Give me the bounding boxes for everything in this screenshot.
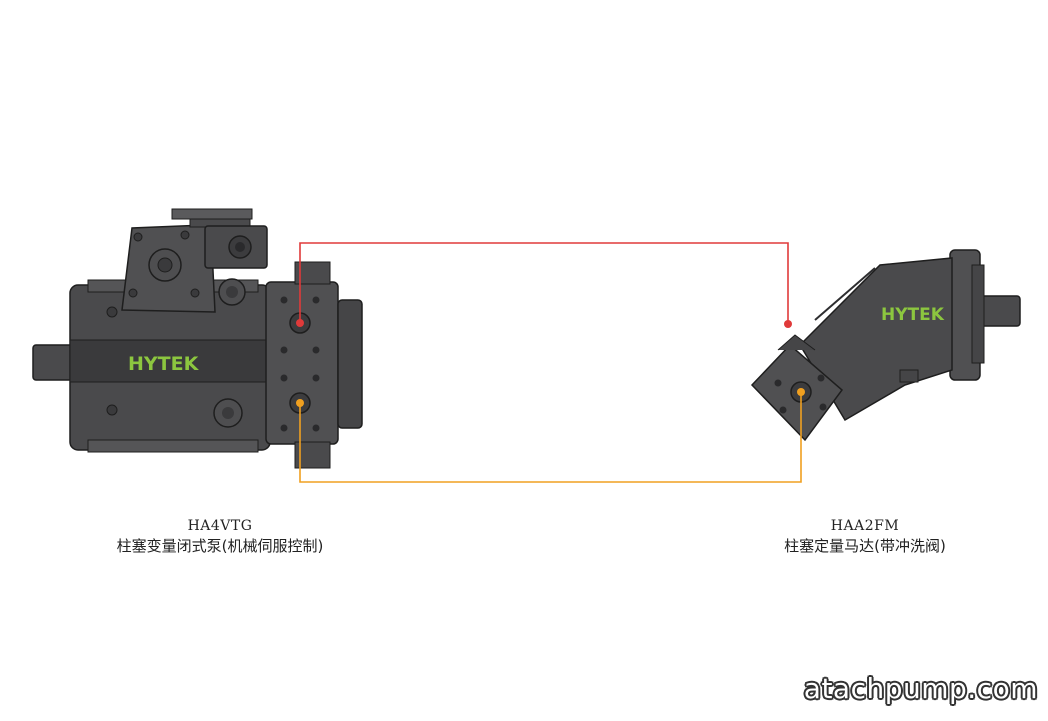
pressure-line-start-dot [296, 319, 304, 327]
pump-model-label: HA4VTG [187, 518, 253, 534]
pump-description-label: 柱塞变量闭式泵(机械伺服控制) [116, 537, 324, 555]
pressure-line [299, 242, 789, 324]
pressure-line-end-dot [784, 320, 792, 328]
motor-model-label: HAA2FM [830, 518, 900, 534]
connection-lines [296, 242, 805, 483]
motor-illustration: HYTEK [750, 249, 1021, 442]
pump-illustration: HYTEK [32, 208, 363, 469]
pump-shaft [32, 344, 74, 381]
pump-caption: HA4VTG 柱塞变量闭式泵(机械伺服控制) [60, 516, 380, 556]
return-line-start-dot [296, 399, 304, 407]
motor-caption: HAA2FM 柱塞定量马达(带冲洗阀) [735, 516, 995, 556]
pump-port-block [265, 281, 339, 445]
return-line-end-dot [797, 388, 805, 396]
motor-brand-text: HYTEK [881, 305, 945, 325]
watermark: atachpump.com [803, 672, 1038, 705]
motor-shaft [979, 295, 1021, 327]
pump-brand-text: HYTEK [128, 353, 200, 375]
return-line [299, 392, 802, 483]
motor-description-label: 柱塞定量马达(带冲洗阀) [784, 537, 946, 555]
